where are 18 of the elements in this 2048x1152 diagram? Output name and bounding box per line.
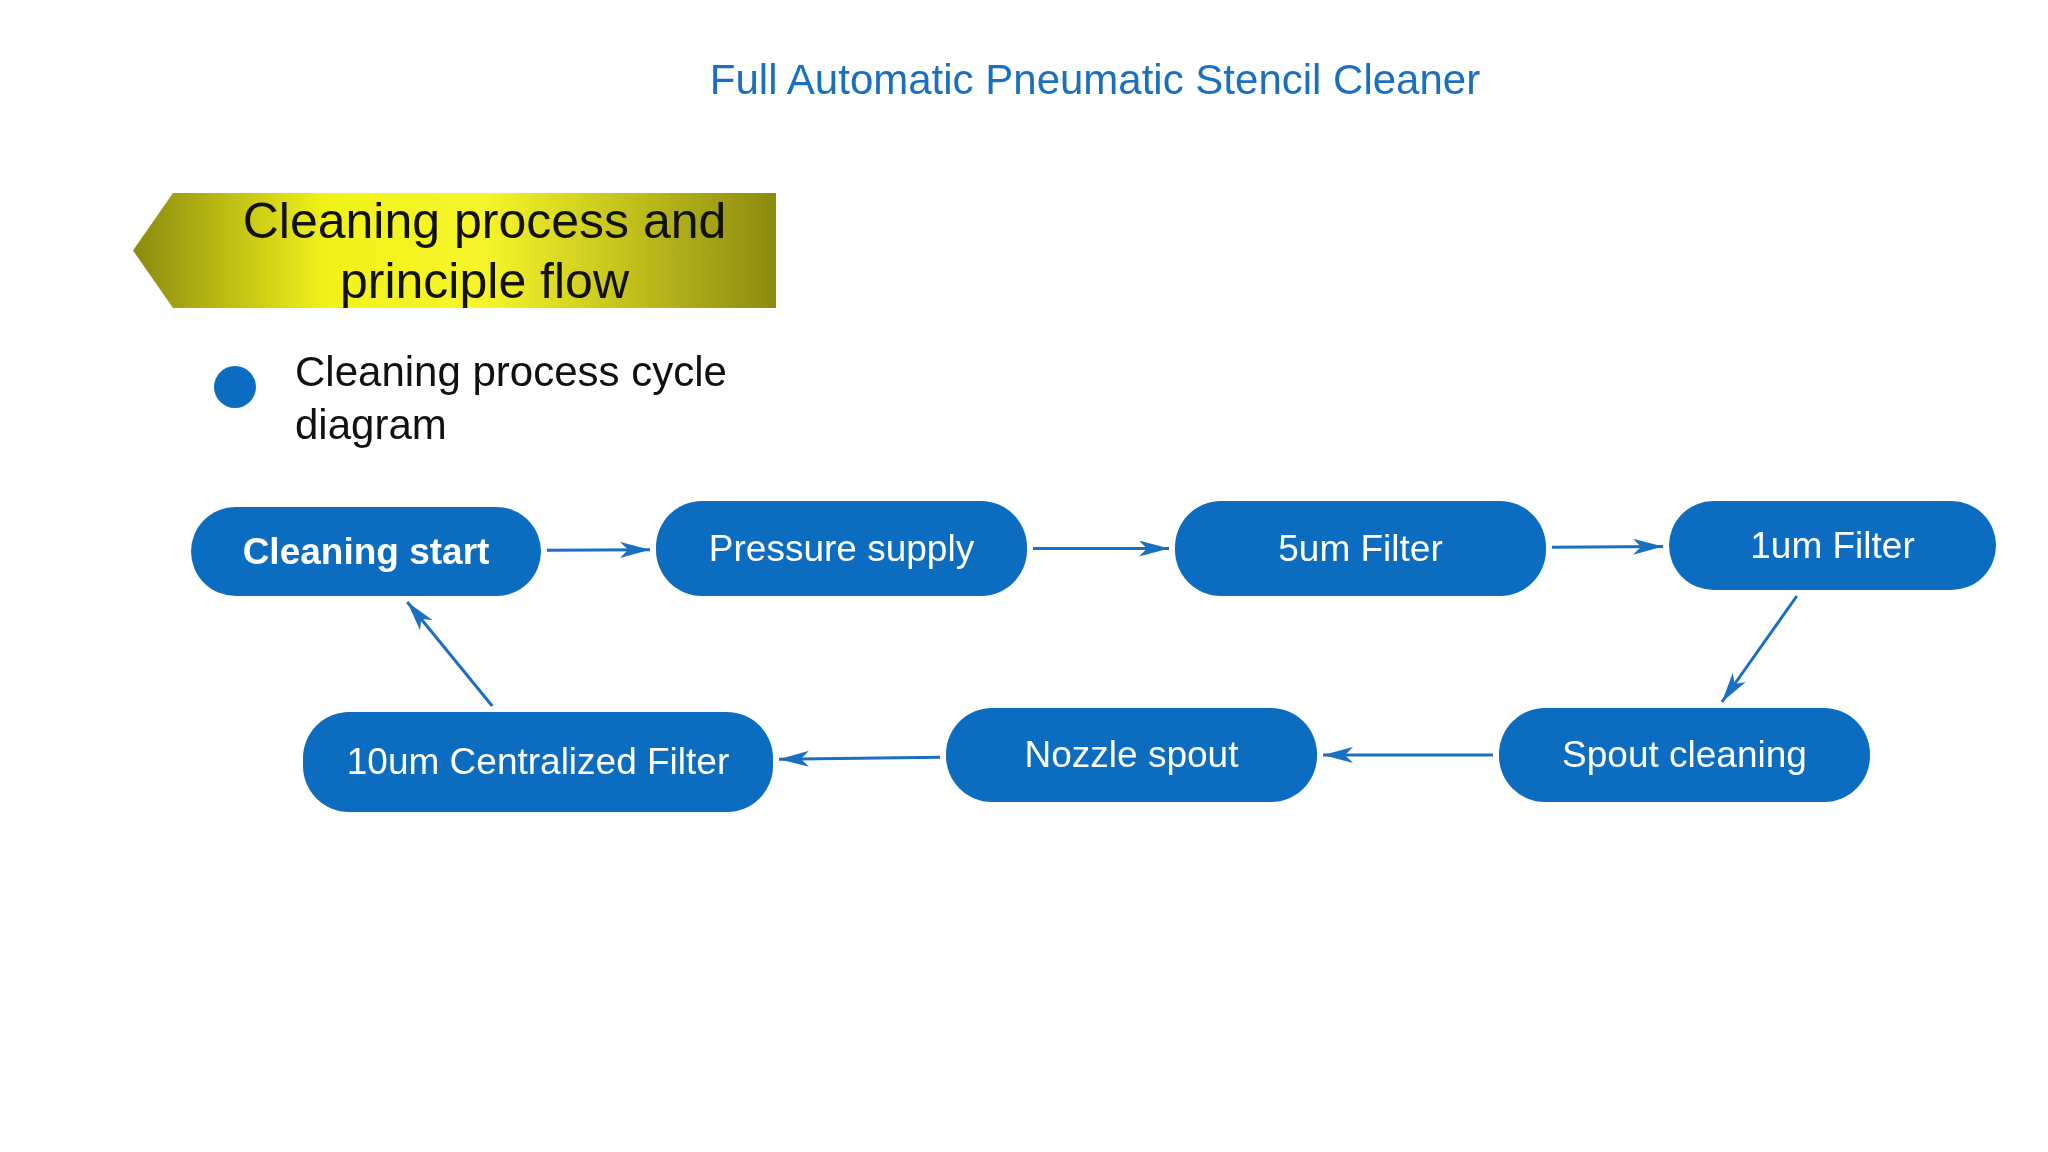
arrow [778,750,940,767]
arrow [1323,747,1493,763]
node-text: 1um Filter [1750,524,1915,567]
arrow [406,601,494,707]
node-text: Pressure supply [708,527,975,570]
banner-arrow [133,193,776,308]
bullet-text: Cleaning process cycle diagram [295,347,728,451]
node-text: Nozzle spout [1024,734,1239,776]
node-text: Cleaning process and principle flow [241,191,728,311]
node-text: Cleaning start [242,530,490,573]
arrow [547,541,650,558]
node-text: 5um Filter [1278,527,1443,570]
title: Full Automatic Pneumatic Stencil Cleaner [708,56,1482,104]
arrow [1552,538,1663,555]
arrow [1720,595,1799,703]
node-text: Spout cleaning [1562,734,1807,776]
node-text: 10um Centralized Filter [346,741,730,783]
arrow [1033,540,1169,557]
